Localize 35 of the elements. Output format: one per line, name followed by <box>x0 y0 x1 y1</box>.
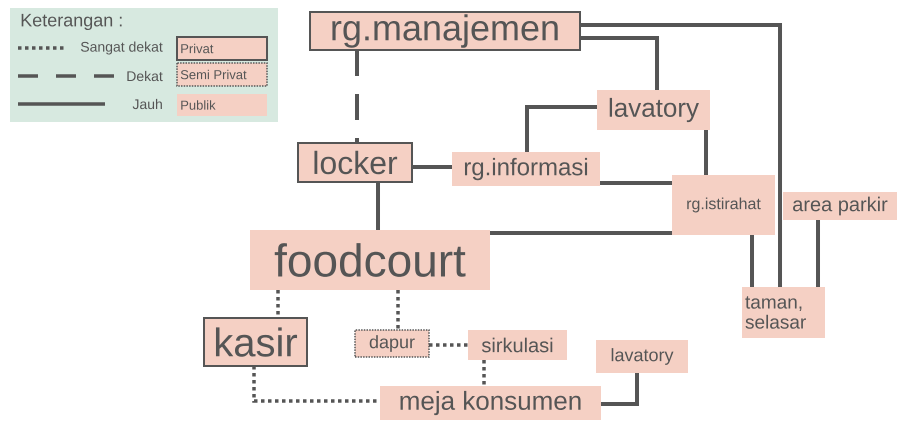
legend-text: Sangat dekat <box>80 41 163 55</box>
connector-line <box>600 181 672 185</box>
room-box: foodcourt <box>250 230 490 290</box>
connector-line <box>580 23 782 287</box>
legend-text: Privat <box>181 44 214 54</box>
connector-line <box>525 105 597 152</box>
connector-line <box>580 36 659 90</box>
legend-text: Dekat <box>127 70 163 82</box>
connector-line <box>482 360 486 386</box>
connector-line <box>704 130 708 175</box>
legend-text: Jauh <box>132 98 162 110</box>
room-box: rg.istirahat <box>672 175 775 235</box>
room-box: sirkulasi <box>468 330 567 360</box>
connector-line <box>816 220 820 287</box>
connector-line <box>601 373 639 406</box>
legend-text: Semi Privat <box>180 70 247 80</box>
connector-line <box>429 343 468 347</box>
room-box: taman, selasar <box>742 287 825 338</box>
room-box: kasir <box>203 317 308 367</box>
room-box: dapur <box>354 329 430 358</box>
connector-line <box>355 50 359 143</box>
legend-text: Publik <box>181 100 216 110</box>
connector-line <box>490 231 672 235</box>
room-box: area parkir <box>783 192 897 220</box>
room-box: meja konsumen <box>380 386 601 420</box>
legend-title: Keterangan : <box>22 14 122 30</box>
connector-line <box>412 165 452 169</box>
room-box: lavatory <box>597 90 710 130</box>
connector-line <box>750 235 754 287</box>
room-box: lavatory <box>596 340 688 373</box>
room-box: locker <box>297 142 413 183</box>
connector-line <box>396 290 400 330</box>
room-box: rg.informasi <box>452 152 600 186</box>
room-box: rg.manajemen <box>309 11 581 51</box>
connector-line <box>376 182 380 230</box>
